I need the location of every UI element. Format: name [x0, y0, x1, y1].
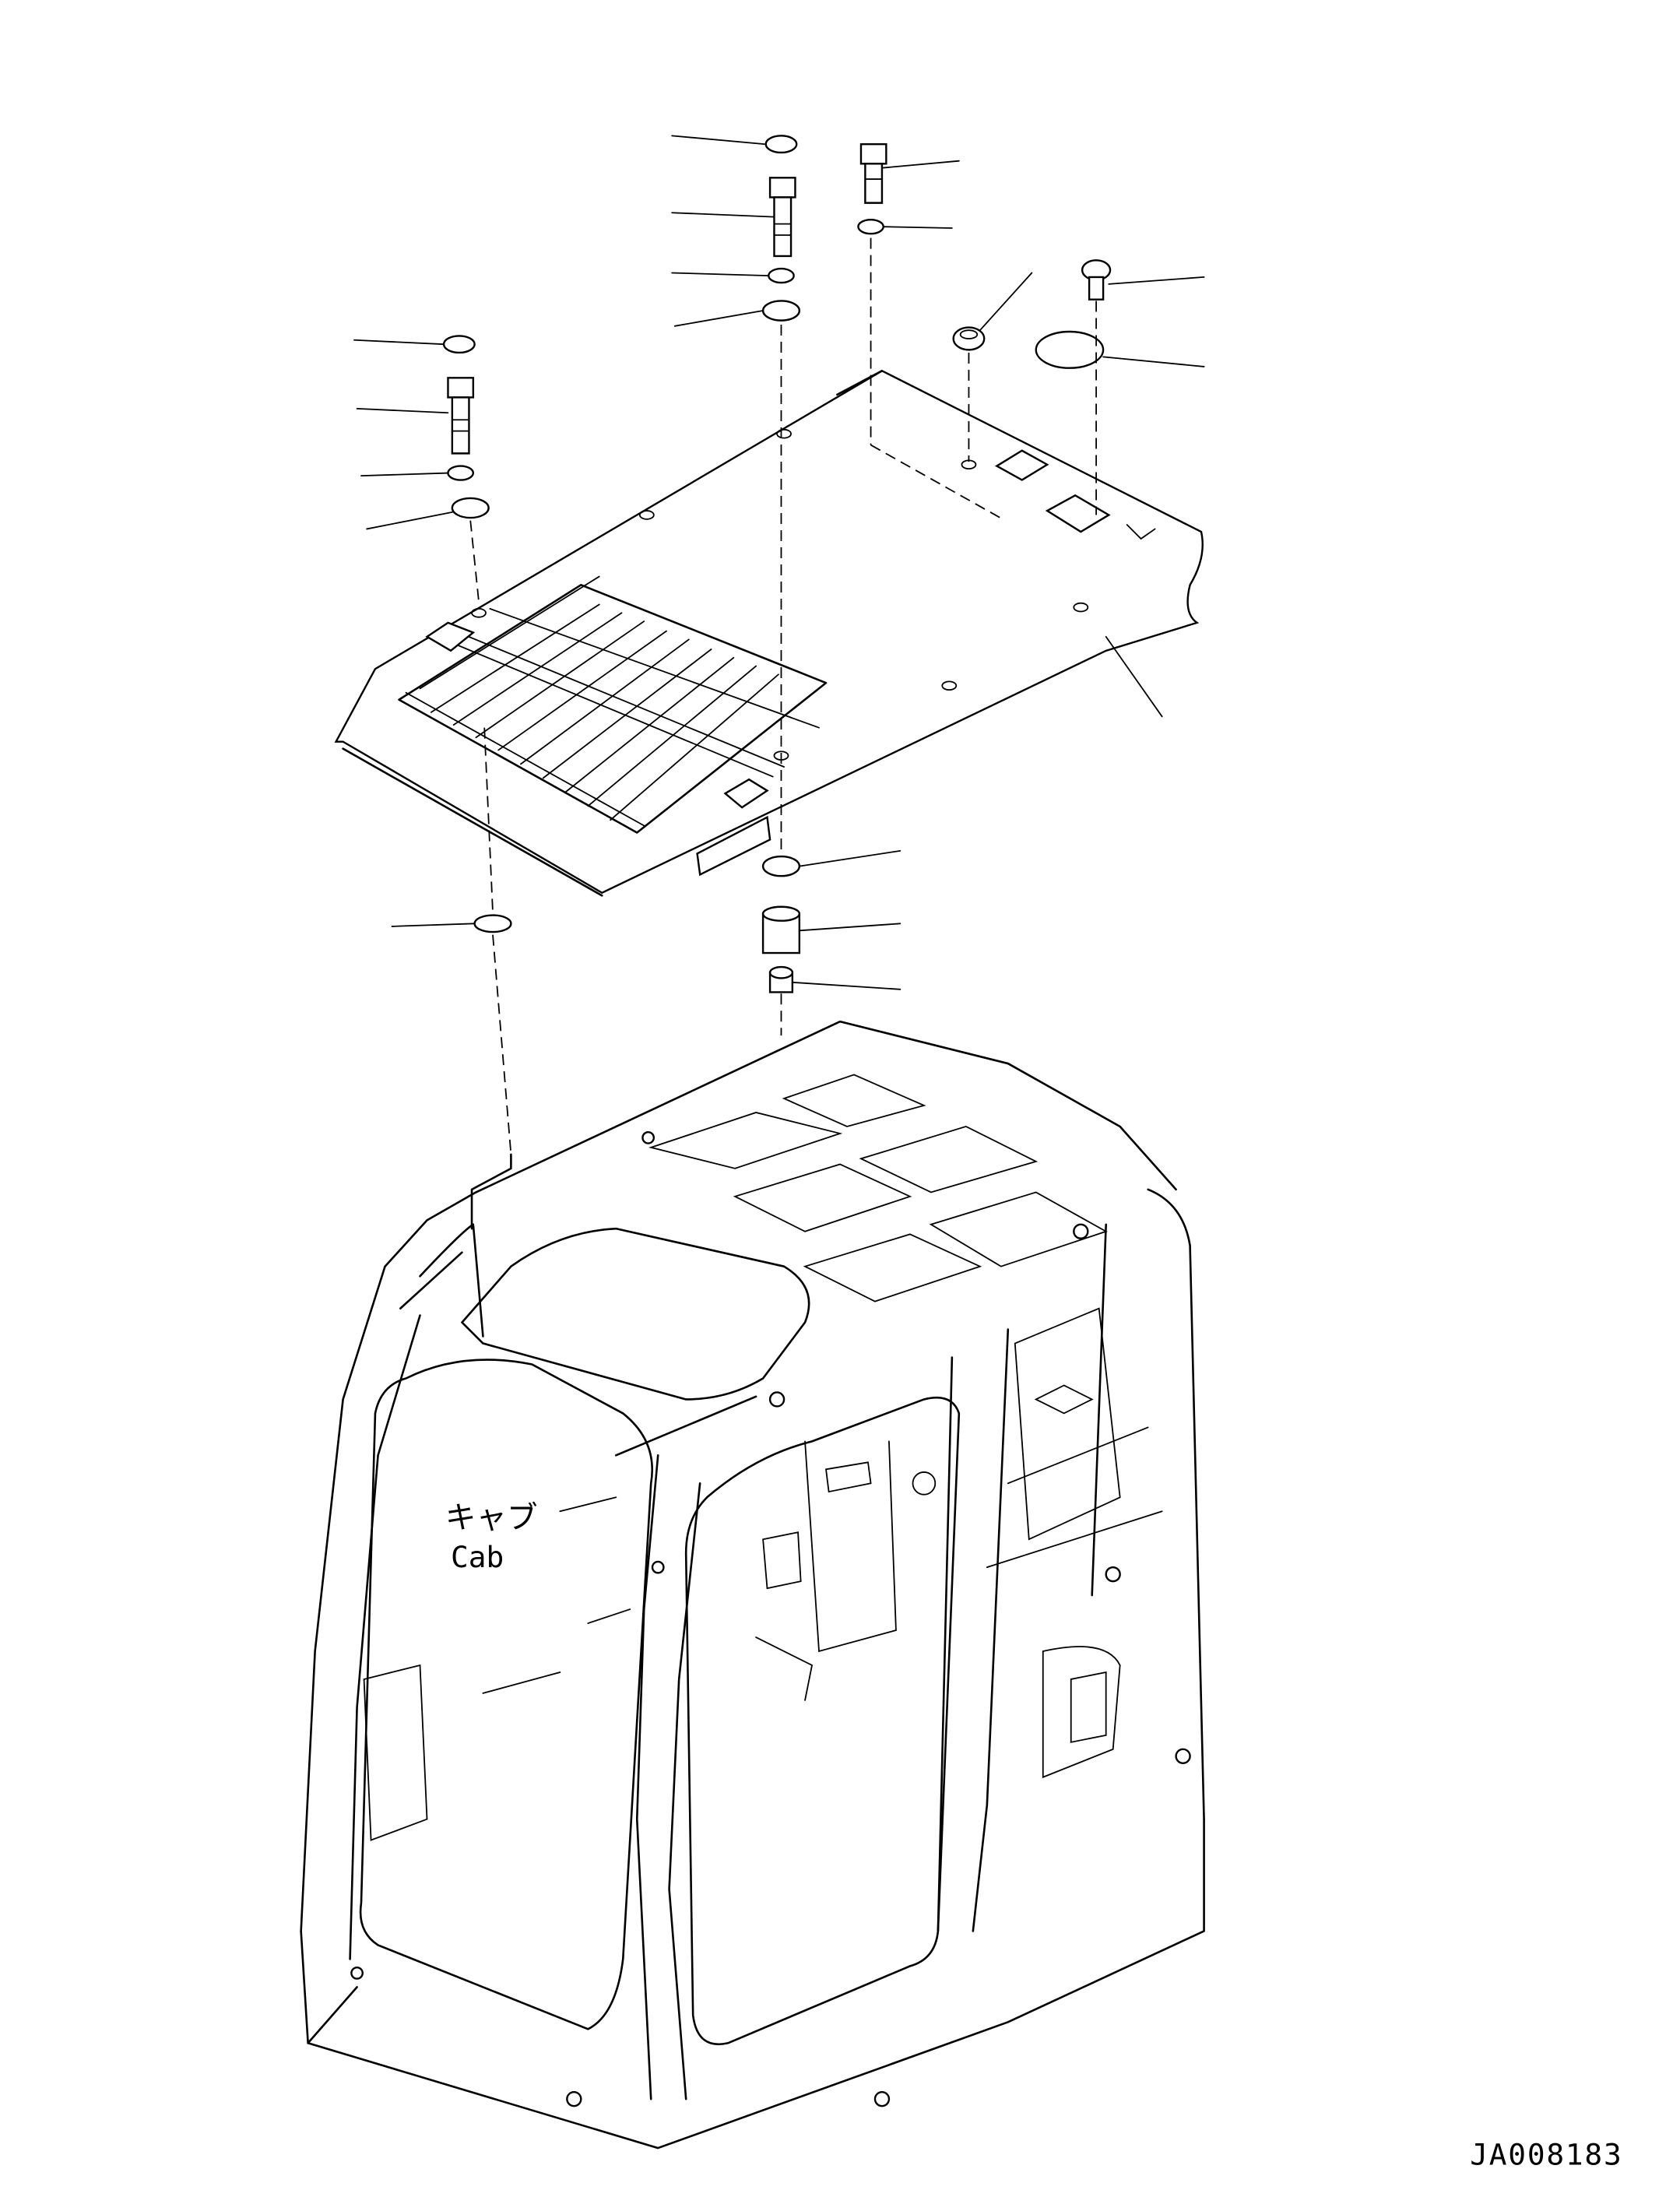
- washer-center-small: [768, 269, 793, 283]
- washer-rear: [858, 220, 883, 234]
- washer-left-large: [452, 498, 489, 518]
- bolt-left: [448, 378, 473, 453]
- cap-center: [766, 135, 797, 153]
- panel-holes: [472, 430, 1088, 760]
- assembly-center-lines: [470, 238, 1096, 1229]
- roof-window: [462, 1229, 809, 1399]
- drawing-number: JA008183: [1470, 2138, 1622, 2172]
- side-window-opening: [1015, 1309, 1120, 1540]
- bolt-rear: [861, 144, 886, 202]
- cab-label-en: Cab: [451, 1540, 504, 1574]
- grommet: [954, 328, 985, 350]
- roof-guard-grille: [399, 577, 826, 833]
- cover-plate-rear: [1047, 495, 1109, 532]
- front-windshield-opening: [360, 1360, 652, 2030]
- cap-left: [444, 336, 475, 353]
- nut-center: [770, 967, 793, 992]
- door-opening: [686, 1397, 959, 2044]
- roof-plates: [651, 1074, 1105, 1301]
- lifting-eye-left: [427, 623, 473, 651]
- push-rivet: [1082, 260, 1110, 299]
- leader-lines: [354, 135, 1204, 989]
- lifting-eye-front: [726, 779, 768, 807]
- frame-bolts: [351, 1132, 1190, 2106]
- spacer-washer-center: [763, 856, 800, 876]
- bolt-center: [770, 178, 795, 256]
- roof-guard-panel: [336, 371, 1203, 895]
- washer-center-large: [763, 301, 800, 320]
- cover-plate-front: [698, 817, 771, 875]
- lifting-eye-rear: [996, 451, 1047, 480]
- cover-disc: [1036, 332, 1103, 368]
- cab-label-ja: キャブ: [445, 1500, 538, 1536]
- washer-left-small: [448, 466, 473, 480]
- spacer-collar: [763, 907, 800, 953]
- cab-frame: キャブ Cab: [301, 1021, 1204, 2148]
- washer-left-under: [475, 916, 511, 933]
